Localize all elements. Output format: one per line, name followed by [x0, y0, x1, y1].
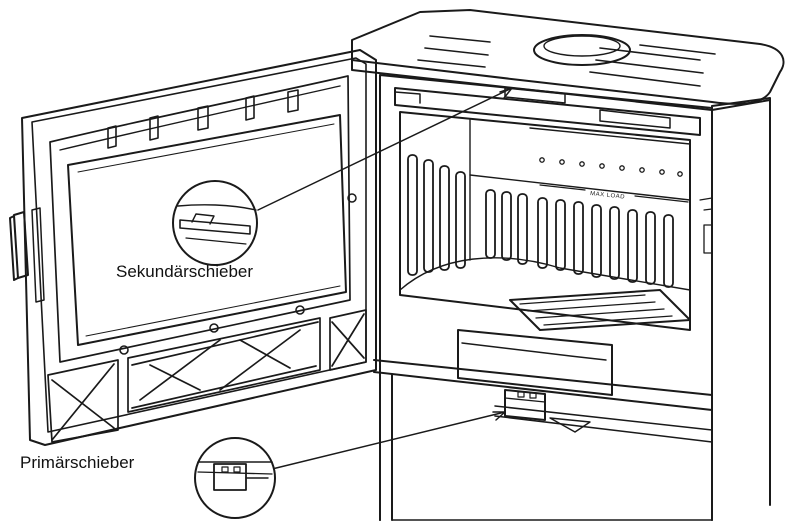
secondary-damper-label: Sekundärschieber [116, 262, 253, 281]
door-frame [21, 49, 377, 446]
max-load-text: MAX LOAD [590, 191, 626, 201]
stove-body [351, 9, 785, 521]
flue-collar [533, 34, 631, 66]
door-lower-braces [47, 309, 367, 443]
grate [509, 289, 691, 331]
top-vent-slots [417, 35, 716, 87]
max-load-line [539, 184, 689, 203]
stove-top-plate [351, 9, 785, 105]
secondary-damper-leader [257, 87, 513, 211]
secondary-damper-detail [172, 180, 258, 266]
top-baffle [394, 87, 701, 136]
glass-clips [107, 89, 305, 355]
firebox-liner-slots [407, 154, 674, 288]
primary-damper-slider [494, 389, 713, 443]
firebox [394, 87, 701, 331]
air-holes [539, 157, 683, 177]
ash-pan [457, 329, 613, 396]
door-handle[interactable] [9, 211, 29, 281]
primary-damper-label: Primärschieber [20, 453, 135, 472]
stove-side-panel [711, 97, 771, 521]
primary-damper-detail [194, 437, 276, 519]
primary-damper-leader [267, 411, 506, 471]
